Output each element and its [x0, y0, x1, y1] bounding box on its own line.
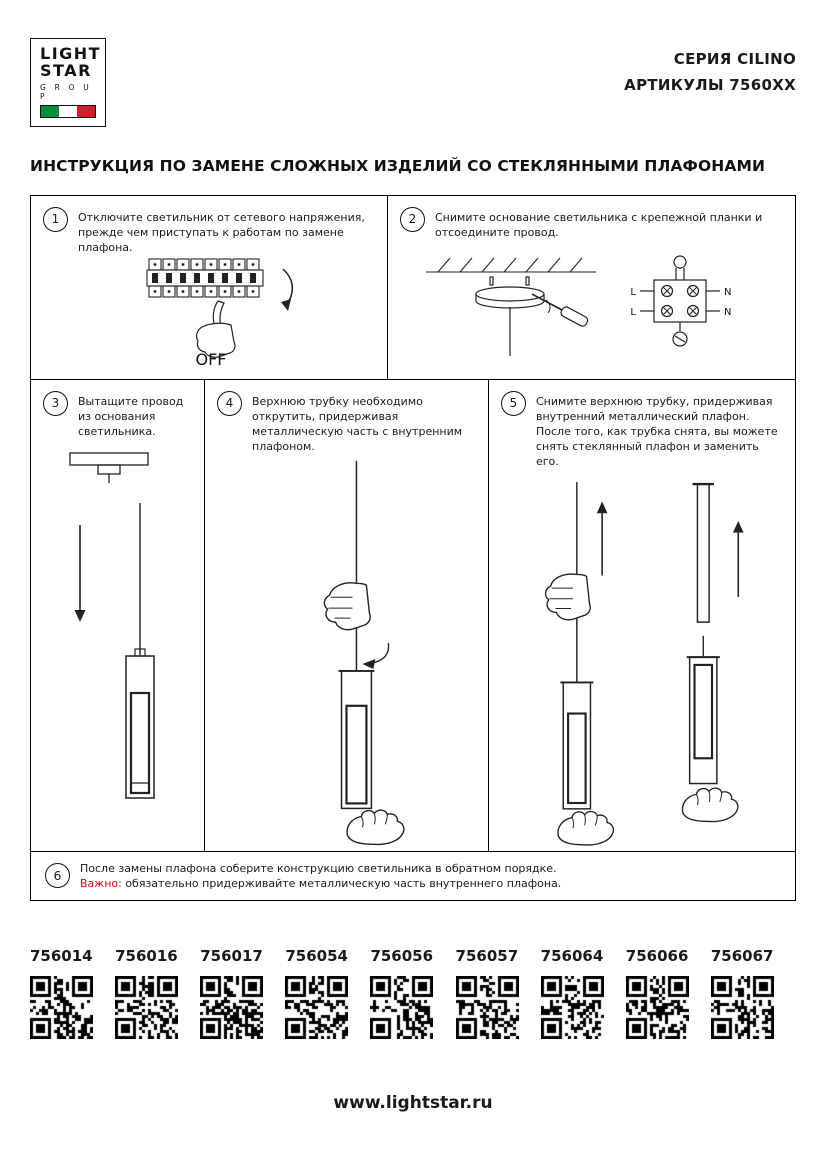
ground-screw-icon [671, 321, 688, 347]
step-3-cell: 3 Вытащите провод из основания светильни… [31, 380, 204, 851]
important-text: обязательно придерживайте металлическую … [121, 876, 562, 890]
qr-code-icon [115, 975, 179, 1039]
italian-flag-icon [40, 104, 96, 118]
terminal-block-icon [639, 255, 720, 323]
step-2-text: Снимите основание светильника с крепежно… [435, 210, 763, 239]
arrow-up-right-icon [732, 521, 744, 598]
qr-code-icon [370, 975, 434, 1039]
step-6-number: 6 [45, 863, 70, 889]
step-3-number: 3 [43, 390, 68, 416]
circuit-breaker-icon [146, 258, 264, 298]
qr-label: 756064 [540, 946, 604, 965]
series-title: СЕРИЯ CILINO [673, 50, 796, 68]
qr-code-icon [540, 975, 604, 1039]
glass-shade-icon [338, 670, 375, 810]
step-1-text: Отключите светильник от сетевого напряже… [78, 210, 365, 254]
ceiling-icon [425, 257, 596, 273]
qr-label: 756056 [370, 946, 434, 965]
canopy-base-icon [68, 452, 149, 484]
step-5-cell: 5 Снимите верхнюю трубку, придерживая вн… [488, 379, 795, 851]
pendant-lamp-icon [124, 503, 155, 799]
important-label: Важно: [80, 876, 122, 890]
terminal-label-l-top: L [630, 287, 636, 298]
steps-table: 1 Отключите светильник от сетевого напря… [30, 194, 796, 901]
logo-text-star: STAR [40, 60, 92, 80]
step-4-cell: 4 Верхнюю трубку необходимо открутить, п… [204, 379, 488, 851]
step-4-number: 4 [217, 390, 242, 416]
lightstar-logo: LIGHT STAR G R O U P [30, 38, 106, 127]
qr-label: 756016 [115, 946, 178, 965]
qr-code-icon [625, 975, 689, 1039]
terminal-label-l-bottom: L [630, 307, 636, 318]
qr-item-756066: 756066 [625, 946, 711, 1043]
logo-text-light: LIGHT [40, 44, 102, 63]
qr-item-756056: 756056 [370, 947, 455, 1043]
qr-label: 756054 [285, 946, 348, 965]
step-6-line1: После замены плафона соберите конструкци… [80, 861, 557, 875]
step-5-number: 5 [501, 390, 526, 416]
hand-open-icon [346, 809, 405, 846]
hand-grip-icon [323, 582, 371, 631]
arrow-unscrew-icon [362, 643, 390, 670]
website-text: www.lightstar.ru [333, 1092, 493, 1113]
glass-shade-left-icon [560, 681, 594, 811]
hand-open-icon [681, 787, 739, 823]
qr-item-756067: 756067 [710, 946, 796, 1043]
terminal-label-n-bottom: N [724, 307, 731, 318]
off-label: OFF [196, 350, 227, 369]
step-2-cell: 2 Снимите основание светильника с крепеж… [387, 195, 795, 379]
qr-label: 756066 [625, 946, 689, 965]
qr-item-756054: 756054 [285, 947, 370, 1043]
qr-label: 756017 [200, 946, 263, 965]
arrow-up-icon [596, 502, 608, 576]
step-3-illustration [68, 452, 155, 799]
qr-item-756017: 756017 [200, 947, 285, 1043]
step-1-number: 1 [43, 206, 68, 232]
steps-row-3: 6 После замены плафона соберите конструк… [31, 850, 795, 900]
rotation-arc-icon [545, 299, 551, 314]
qr-item-756014: 756014 [30, 947, 115, 1043]
step-6-text: После замены плафона соберите конструкци… [80, 861, 561, 891]
canopy-icon [474, 276, 545, 356]
qr-label: 756057 [455, 946, 519, 965]
articles-title: АРТИКУЛЫ 7560XX [624, 76, 796, 95]
qr-item-756057: 756057 [455, 946, 541, 1043]
step-2-number: 2 [400, 206, 425, 232]
hand-open-icon [557, 811, 615, 847]
step-5-illustration [544, 482, 744, 847]
header: LIGHT STAR G R O U P СЕРИЯ CILINO АРТИКУ… [30, 38, 796, 127]
step-4-text: Верхнюю трубку необходимо открутить, при… [252, 394, 463, 454]
header-right: СЕРИЯ CILINO АРТИКУЛЫ 7560XX [624, 38, 796, 99]
qr-code-icon [200, 975, 264, 1039]
qr-section: 756014 756016 756017 756054 756056 75605… [30, 947, 796, 1043]
logo-text-group: G R O U P [40, 82, 92, 101]
footer: www.lightstar.ru [30, 1093, 796, 1113]
screwdriver-icon [531, 293, 588, 327]
arrow-down-icon [74, 525, 85, 623]
step-1-cell: 1 Отключите светильник от сетевого напря… [31, 196, 387, 379]
qr-code-icon [710, 975, 774, 1039]
qr-label: 756067 [710, 946, 774, 965]
step-2-illustration: L N L N [425, 255, 731, 356]
step-3-text: Вытащите провод из основания светильника… [78, 394, 184, 438]
qr-code-icon [455, 975, 519, 1039]
qr-label: 756014 [30, 946, 93, 965]
steps-row-1: 1 Отключите светильник от сетевого напря… [31, 195, 795, 379]
glass-shade-right-icon [686, 636, 720, 785]
step-5-text: Снимите верхнюю трубку, придерживая внут… [536, 394, 778, 469]
qr-item-756064: 756064 [540, 946, 626, 1043]
arrow-curve-icon [281, 268, 294, 312]
qr-code-icon [285, 975, 349, 1039]
pointing-hand-icon [196, 300, 236, 358]
step-1-illustration: OFF [146, 258, 294, 369]
removed-tube-icon [692, 483, 714, 624]
hand-grip-icon [544, 573, 591, 621]
step-6-cell: 6 После замены плафона соберите конструк… [31, 852, 795, 900]
step-4-illustration [323, 461, 405, 846]
page-title: ИНСТРУКЦИЯ ПО ЗАМЕНЕ СЛОЖНЫХ ИЗДЕЛИЙ СО … [30, 156, 766, 175]
qr-code-icon [30, 975, 93, 1039]
terminal-label-n-top: N [724, 287, 731, 298]
qr-item-756016: 756016 [115, 947, 200, 1043]
steps-row-2: 3 Вытащите провод из основания светильни… [31, 378, 795, 851]
